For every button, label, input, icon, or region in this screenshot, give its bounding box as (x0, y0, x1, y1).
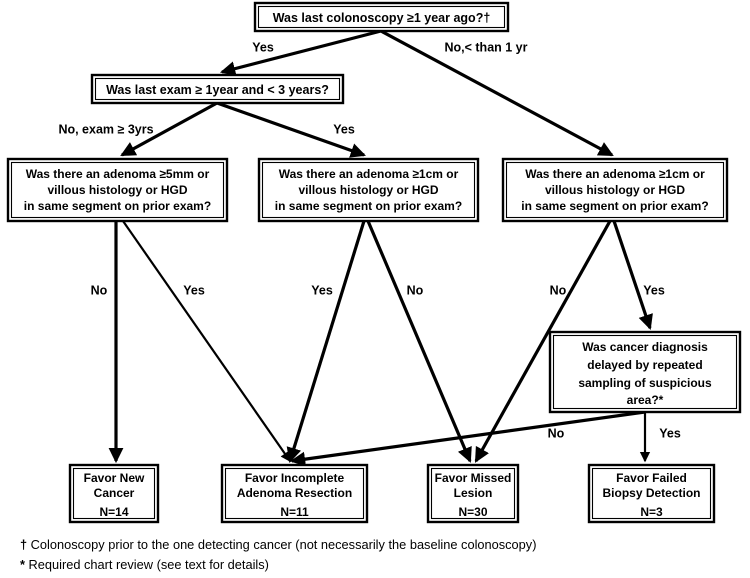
edge-label-yes-exam-range: Yes (333, 122, 355, 136)
node-text-line: villous histology or HGD (298, 183, 438, 197)
edge-label-yes-sampling: Yes (659, 426, 681, 440)
edge-label-yes-middle: Yes (311, 283, 333, 297)
edge-label-no-left: No (91, 283, 108, 297)
node-decision-last-colonoscopy[interactable]: Was last colonoscopy ≥1 year ago?† (253, 1, 510, 33)
edges-layer (108, 29, 653, 467)
node-text-line: Favor Incomplete (245, 471, 345, 485)
edge-label-yes-left: Yes (183, 283, 205, 297)
node-outcome-favor-new-cancer[interactable]: Favor New Cancer N=14 (68, 463, 160, 524)
node-count-label: N=30 (458, 505, 487, 519)
node-text-line: Was there an adenoma ≥1cm or (525, 167, 705, 181)
node-text-line: Favor New (84, 471, 145, 485)
node-outcome-favor-failed-biopsy-detection[interactable]: Favor Failed Biopsy Detection N=3 (587, 463, 716, 524)
node-count-label: N=14 (99, 505, 128, 519)
node-text-line: area?* (627, 393, 664, 407)
node-text-line: Was last exam ≥ 1year and < 3 years? (106, 83, 329, 97)
node-text-line: Cancer (94, 486, 135, 500)
edge-label-no-exam-3yrs: No, exam ≥ 3yrs (58, 122, 153, 136)
edge-adenoma1cm-right-yes (612, 220, 653, 330)
node-decision-delayed-sampling[interactable]: Was cancer diagnosis delayed by repeated… (548, 330, 742, 414)
node-count-label: N=11 (280, 505, 309, 519)
node-text-line: Was there an adenoma ≥1cm or (279, 167, 459, 181)
node-text-line: villous histology or HGD (47, 183, 187, 197)
edge-label-yes-right: Yes (643, 283, 665, 297)
node-text-line: Favor Failed (616, 471, 687, 485)
edge-adenoma1cm-right-no (474, 220, 612, 463)
node-text-line: Adenoma Resection (237, 486, 352, 500)
node-text-line: Was there an adenoma ≥5mm or (26, 167, 210, 181)
edge-label-no-sampling: No (548, 426, 565, 440)
node-text-line: in same segment on prior exam? (24, 199, 211, 213)
node-text-line: delayed by repeated (587, 358, 702, 372)
node-outcome-favor-missed-lesion[interactable]: Favor Missed Lesion N=30 (426, 463, 520, 524)
edge-label-no-less-than-1yr: No,< than 1 yr (444, 40, 527, 54)
node-text-line: Was cancer diagnosis (582, 340, 708, 354)
node-text-line: Biopsy Detection (602, 486, 700, 500)
footnote-dagger-text: Colonoscopy prior to the one detecting c… (27, 537, 536, 552)
edge-labels-layer: Yes No,< than 1 yr No, exam ≥ 3yrs Yes N… (58, 40, 680, 440)
footnotes-layer: † Colonoscopy prior to the one detecting… (20, 537, 536, 572)
node-outcome-favor-incomplete-adenoma-resection[interactable]: Favor Incomplete Adenoma Resection N=11 (220, 463, 369, 524)
node-decision-adenoma-1cm-right[interactable]: Was there an adenoma ≥1cm or villous his… (501, 157, 729, 223)
node-text-line: Favor Missed (435, 471, 512, 485)
nodes-layer: Was last colonoscopy ≥1 year ago?† Was l… (6, 1, 742, 524)
edge-label-no-middle: No (407, 283, 424, 297)
edge-root-yes (219, 29, 382, 76)
node-decision-adenoma-5mm[interactable]: Was there an adenoma ≥5mm or villous his… (6, 157, 229, 223)
node-decision-last-exam-range[interactable]: Was last exam ≥ 1year and < 3 years? (90, 73, 345, 105)
edge-adenoma5mm-yes (122, 220, 291, 463)
edge-root-no (380, 29, 614, 157)
footnote-dagger: † Colonoscopy prior to the one detecting… (20, 537, 536, 552)
node-count-label: N=3 (640, 505, 663, 519)
edge-examrange-yes (216, 101, 366, 158)
footnote-asterisk: * Required chart review (see text for de… (20, 557, 269, 572)
footnote-asterisk-mark: * (20, 557, 25, 572)
node-text-line: Was last colonoscopy ≥1 year ago?† (273, 11, 491, 25)
edge-adenoma1cm-mid-no (366, 220, 472, 463)
node-text-line: in same segment on prior exam? (521, 199, 708, 213)
node-text-line: in same segment on prior exam? (275, 199, 462, 213)
footnote-asterisk-text: Required chart review (see text for deta… (25, 557, 269, 572)
edge-adenoma1cm-mid-yes (286, 220, 366, 463)
edge-examrange-no (120, 101, 218, 157)
edge-label-no-right: No (550, 283, 567, 297)
node-text-line: villous histology or HGD (545, 183, 685, 197)
node-text-line: Lesion (454, 486, 493, 500)
footnote-dagger-mark: † (20, 537, 27, 552)
node-text-line: sampling of suspicious (578, 376, 712, 390)
edge-sampling-no (289, 410, 646, 467)
edge-label-yes-root: Yes (252, 40, 274, 54)
node-decision-adenoma-1cm-middle[interactable]: Was there an adenoma ≥1cm or villous his… (257, 157, 480, 223)
